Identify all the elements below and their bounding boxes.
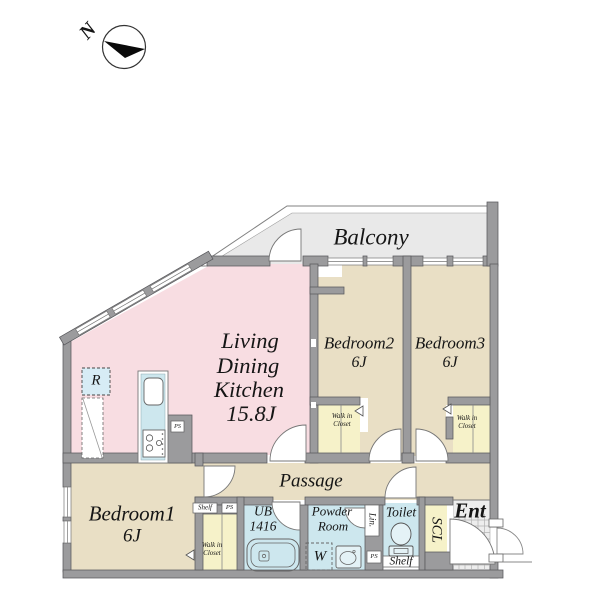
closet-arrows (185, 403, 452, 561)
closet-dividers (221, 405, 474, 570)
walk-in-closet-label: Walk in Closet (201, 542, 223, 557)
ldk-label-line1: Living (221, 327, 279, 353)
powder-room-label-line2: Room (317, 518, 349, 534)
scl-floor (425, 505, 447, 552)
passage-floor (195, 463, 490, 500)
ldk-label-line2: Dining (216, 352, 280, 378)
bath-label-line1: UB (254, 503, 272, 519)
walk-in-closet-label: Walk in Closet (456, 415, 478, 430)
entrance-label: Ent (454, 498, 486, 523)
bedroom3-size: 6J (442, 354, 458, 371)
ps-chip (221, 502, 238, 514)
toilet-door (384, 466, 417, 499)
wall-niche (318, 265, 342, 277)
window-centerlines (67, 261, 483, 543)
wall-niche (311, 339, 316, 347)
bedroom2-label: Bedroom2 (323, 333, 395, 353)
bedroom3-label: Bedroom3 (414, 333, 486, 353)
compass (101, 24, 147, 70)
shelf-chip-label: Shelf (198, 503, 212, 512)
bedroom1-label: Bedroom1 (88, 501, 176, 526)
bedroom1-door (203, 465, 236, 498)
exterior-entrance (488, 518, 532, 563)
ps-chip-label: PS (174, 423, 181, 430)
bathtub (246, 538, 300, 572)
bedroom2-size: 6J (351, 354, 367, 371)
passage-label: Passage (279, 470, 343, 492)
bedroom3-closet-floor (453, 405, 490, 453)
bedroom2-door (368, 428, 402, 462)
ps-chip-label: PS (370, 552, 378, 560)
washer-label: W (313, 548, 327, 565)
ps-chip (366, 550, 382, 564)
balcony-door (268, 228, 302, 262)
stove (142, 429, 166, 458)
kitchen-sink (143, 377, 164, 406)
refrigerator-space (81, 367, 111, 459)
ldk-label-line3: Kitchen (214, 376, 284, 402)
front-door-swing (496, 527, 524, 555)
linen-label: Lin. (367, 512, 378, 528)
closet-arrow-icon (185, 549, 195, 561)
refrigerator-label: R (91, 372, 101, 389)
bedroom2-closet-opening (360, 398, 368, 432)
closet-arrow-icon (442, 403, 452, 415)
ldk-door (269, 424, 307, 462)
washbasin (335, 545, 362, 569)
diagonal-wall (58, 250, 214, 346)
ldk-size-label: 15.8J (226, 400, 276, 426)
bedroom1-size: 6J (123, 525, 141, 547)
shelf-chip (192, 502, 218, 514)
kitchen-unit (137, 370, 169, 464)
toilet-shelf-label: Shelf (389, 554, 413, 567)
balcony-label: Balcony (333, 224, 409, 250)
label-chips (170, 420, 420, 568)
powder-room-door (344, 507, 366, 529)
washer-space (305, 542, 333, 571)
scl-label: SCL (428, 517, 445, 543)
walk-in-closet-label: Walk in Closet (331, 413, 353, 428)
bedroom2-closet-floor (318, 405, 360, 453)
compass-needle-icon (104, 41, 145, 58)
wall-niche (311, 402, 316, 408)
ps-chip (170, 420, 185, 433)
closet-arrow-icon (354, 405, 364, 417)
bath-door (271, 501, 301, 531)
powder-room-label-line1: Powder (311, 503, 353, 519)
doors (203, 228, 496, 565)
bedroom1-floor (65, 463, 195, 570)
bedroom3-door (415, 428, 449, 462)
bedroom1-closet-floor (203, 514, 239, 570)
toilet-fixture (388, 522, 414, 557)
bath-label-line2: 1416 (249, 518, 277, 534)
toilet-label: Toilet (385, 504, 417, 520)
ps-chip-label: PS (225, 503, 234, 511)
ldk-floor (65, 264, 312, 455)
